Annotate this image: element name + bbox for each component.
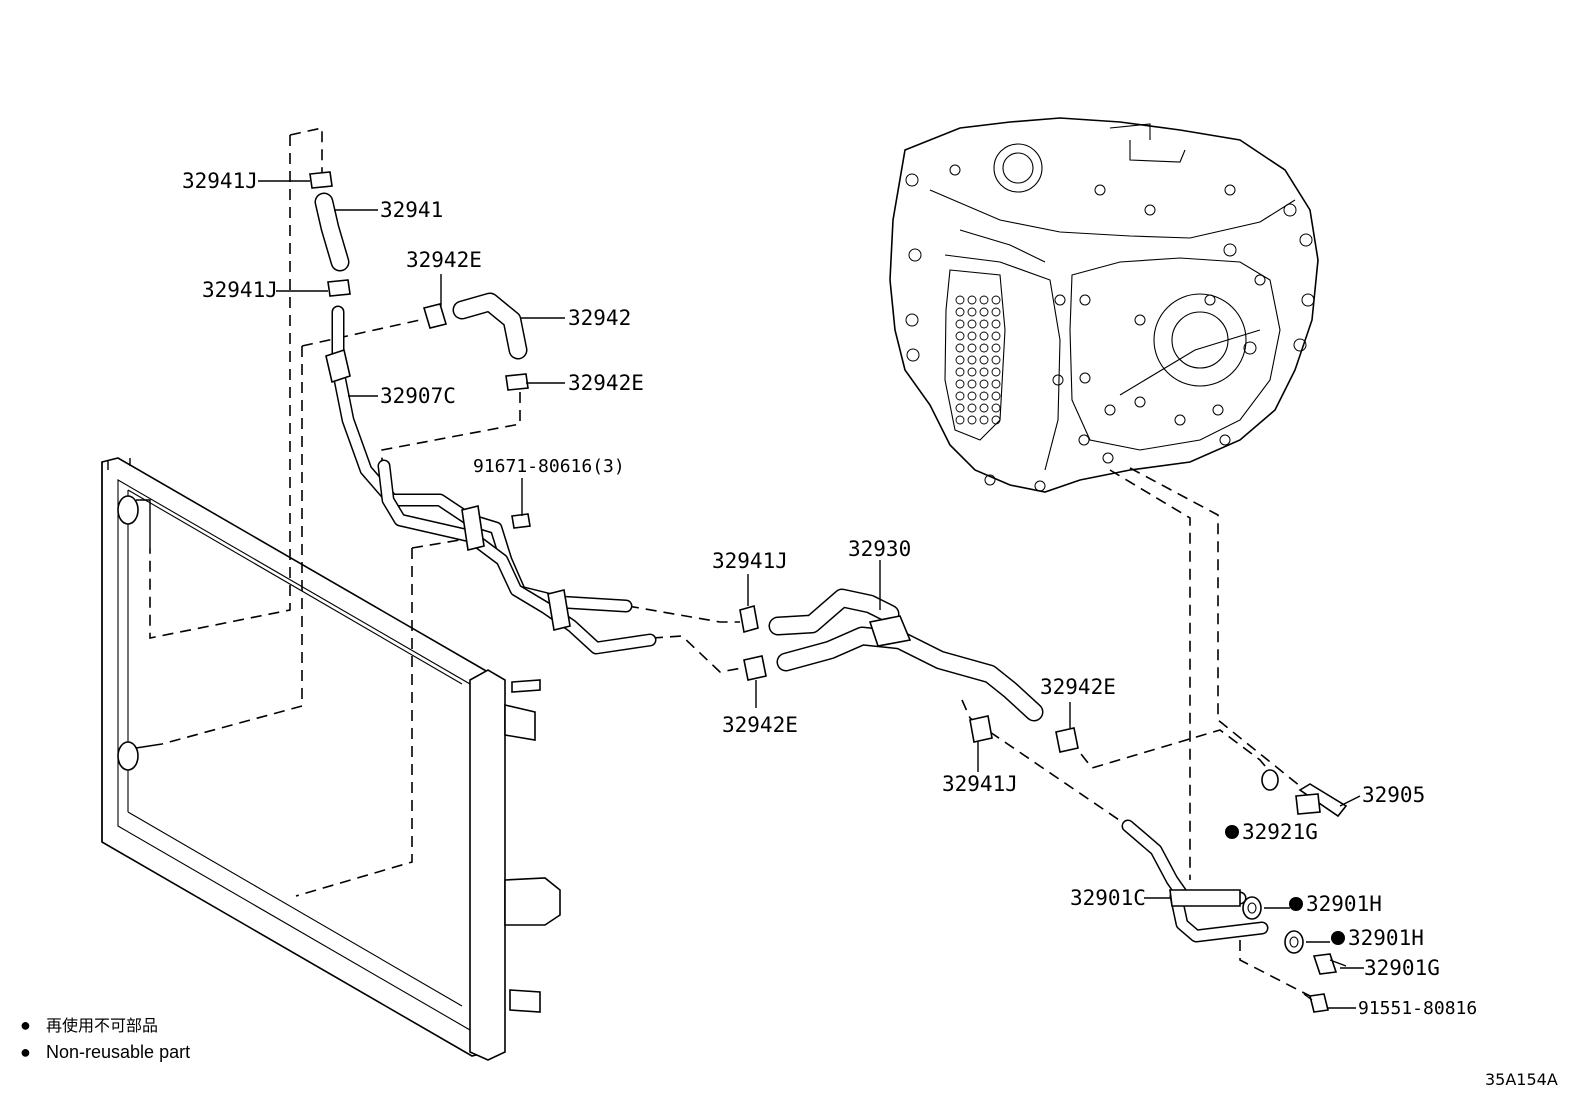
- clamp-32942e-center-part: [743, 655, 767, 681]
- label-clamp-32942e-upper-2: 32942E: [568, 371, 644, 395]
- clamp-32941j-center-part: [739, 604, 759, 634]
- bolt-91671-part: [511, 506, 531, 529]
- label-clamp-32941j-top: 32941J: [182, 169, 258, 193]
- label-hose-32941: 32941: [380, 198, 443, 222]
- clamp-32941j-mid-part: [327, 279, 351, 297]
- transmission-illustration: [889, 117, 1319, 493]
- diagram-code: 35A154A: [1485, 1070, 1558, 1089]
- label-leaders: [258, 180, 1364, 1009]
- clamp-32942e-right-part: [1055, 727, 1079, 753]
- label-hose-assembly-32930: 32930: [848, 537, 911, 561]
- label-gasket-32901h-1: 32901H: [1306, 892, 1382, 916]
- gasket-32901h-2-part: [1284, 930, 1304, 954]
- gasket-32921g-part: [1261, 769, 1279, 791]
- legend-japanese: 再使用不可部品: [46, 1016, 158, 1035]
- gasket-32901h-1-part: [1242, 896, 1262, 920]
- label-tube-32901c: 32901C: [1070, 886, 1146, 910]
- label-clamp-32942e-upper: 32942E: [406, 248, 482, 272]
- union-32905-part: [1295, 783, 1348, 818]
- bolt-91551-part: [1303, 993, 1329, 1013]
- label-bolt-91671: 91671-80616(3): [473, 456, 625, 477]
- tube-32901c-part: [1121, 819, 1269, 943]
- label-gasket-32901h-2: 32901H: [1348, 926, 1424, 950]
- non-reusable-marker: [1331, 931, 1345, 945]
- label-gasket-32921g: 32921G: [1242, 820, 1318, 844]
- label-clamp-32942e-center: 32942E: [722, 713, 798, 737]
- legend-bullet-jp: ●: [20, 1015, 31, 1035]
- bolt-32901g-part: [1312, 953, 1347, 975]
- clamp-32942e-upper-2-part: [505, 373, 529, 391]
- label-bolt-91551: 91551-80816: [1358, 998, 1477, 1019]
- clamp-32942e-upper-part: [422, 303, 448, 329]
- hose-32941-part: [314, 192, 350, 272]
- legend: ● 再使用不可部品 ● Non-reusable part: [20, 1015, 190, 1062]
- radiator-illustration: [101, 457, 561, 1061]
- label-hose-32942: 32942: [568, 306, 631, 330]
- legend-english: Non-reusable part: [46, 1042, 190, 1062]
- label-clamp-32941j-lower: 32941J: [942, 772, 1018, 796]
- clamp-32941j-top-part: [309, 171, 333, 189]
- label-clamp-32941j-center: 32941J: [712, 549, 788, 573]
- non-reusable-marker: [1225, 825, 1239, 839]
- label-clamp-32941j-mid: 32941J: [202, 278, 278, 302]
- non-reusable-marker: [1289, 897, 1303, 911]
- label-bolt-32901g: 32901G: [1364, 956, 1440, 980]
- label-clamp-32942e-right: 32942E: [1040, 675, 1116, 699]
- tube-32907c-part: [325, 305, 657, 655]
- dashed-guides: [149, 127, 1311, 997]
- label-union-32905: 32905: [1362, 783, 1425, 807]
- clamp-32941j-lower-part: [969, 715, 993, 743]
- label-tube-32907c: 32907C: [380, 384, 456, 408]
- hose-32942-part: [452, 292, 528, 360]
- hose-assembly-32930-part: [768, 588, 1044, 722]
- legend-bullet-en: ●: [20, 1042, 31, 1062]
